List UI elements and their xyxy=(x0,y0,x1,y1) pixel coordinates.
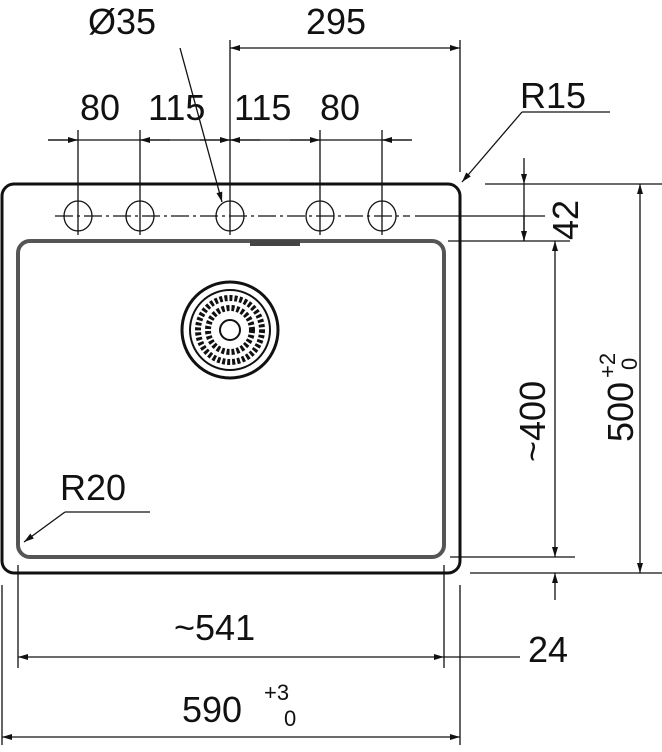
overall-depth-tol-lower: 0 xyxy=(617,358,642,370)
rim-bottom-label: 24 xyxy=(528,629,568,670)
bowl-outline xyxy=(16,239,446,559)
hole-spacing-4: 80 xyxy=(320,87,360,128)
overflow-slot xyxy=(250,240,300,246)
hole-diameter-label: Ø35 xyxy=(88,1,156,42)
outer-radius-label: R15 xyxy=(520,75,586,116)
bowl-depth-label: ~400 xyxy=(512,381,553,462)
hole-offset-label: 295 xyxy=(306,1,366,42)
bowl-width-label: ~541 xyxy=(174,607,255,648)
drain-icon xyxy=(180,280,280,380)
inner-radius-label: R20 xyxy=(60,467,126,508)
overall-depth-tol-upper: +2 xyxy=(595,353,620,378)
hole-spacing-2: 115 xyxy=(148,87,205,128)
hole-spacing-1: 80 xyxy=(80,87,120,128)
overall-width-tol-lower: 0 xyxy=(284,706,296,731)
hole-spacing-3: 115 xyxy=(234,87,291,128)
overall-depth-dimension: 500 +2 0 xyxy=(595,353,642,442)
tap-holes xyxy=(55,40,545,235)
overall-depth-label: 500 xyxy=(600,382,641,442)
overall-width-tol-upper: +3 xyxy=(264,680,289,705)
overall-width-label: 590 xyxy=(182,689,242,730)
dimension-lines xyxy=(1,40,662,745)
hole-row-offset-label: 42 xyxy=(545,200,586,240)
sink-outline xyxy=(0,182,462,575)
